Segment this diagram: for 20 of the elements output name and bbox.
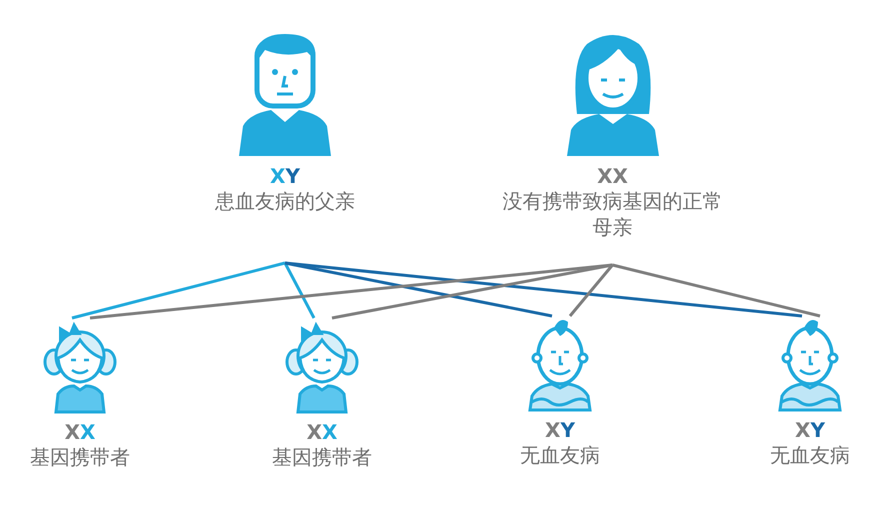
genotype-label: XX xyxy=(597,164,628,188)
genotype-label: XY xyxy=(545,418,575,442)
member-description: 没有携带致病基因的正常母亲 xyxy=(502,188,724,240)
inheritance-line xyxy=(332,264,613,320)
genotype-label: XX xyxy=(306,420,338,444)
inheritance-line xyxy=(284,262,316,319)
genotype-label: XX xyxy=(64,420,96,444)
genotype-label: XY xyxy=(795,418,825,442)
inheritance-line xyxy=(284,262,552,318)
member-description: 基因携带者 xyxy=(29,444,131,470)
member-description: 基因携带者 xyxy=(271,444,373,470)
inheritance-line xyxy=(612,264,820,318)
genotype-label: XY xyxy=(270,164,300,188)
inheritance-line xyxy=(90,264,613,320)
inheritance-line xyxy=(568,264,614,317)
inheritance-line xyxy=(72,262,286,320)
member-description: 无血友病 xyxy=(519,442,601,468)
member-description: 患血友病的父亲 xyxy=(214,188,356,214)
inheritance-line xyxy=(284,262,802,318)
member-description: 无血友病 xyxy=(769,442,851,468)
